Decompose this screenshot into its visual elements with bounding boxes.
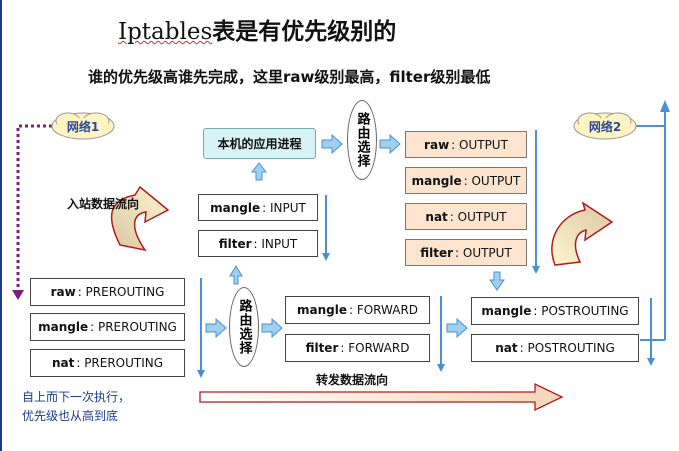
nat-prerouting-box: nat: PREROUTING [30,349,185,377]
inbound-flow-label: 入站数据流向 [67,197,140,211]
subtitle: 谁的优先级高谁先完成，这里raw级别最高，filter级别最低 [88,68,491,86]
local-app-process: 本机的应用进程 [203,128,316,159]
nat-postrouting-box: nat: POSTROUTING [471,334,639,362]
routing-decision-bottom: 路由选择 [229,287,259,367]
mangle-prerouting-box: mangle: PREROUTING [30,313,185,341]
network2-cloud: 网络2 [572,111,638,141]
forward-flow-label: 转发数据流向 [316,373,389,387]
nat-output-box: nat: OUTPUT [405,203,527,230]
filter-forward-box: filter: FORWARD [285,334,430,362]
dotted-arrowhead [12,290,24,300]
mangle-forward-box: mangle: FORWARD [285,296,430,324]
page-title: Iptables表是有优先级别的 [118,18,397,45]
network1-cloud: 网络1 [50,111,116,141]
filter-input-box: filter: INPUT [198,230,318,257]
dotted-input-path [16,124,52,294]
execution-order-note-line2: 优先级也从高到底 [22,409,119,423]
execution-order-note-line1: 自上而下一次执行， [22,390,131,404]
mangle-output-box: mangle: OUTPUT [405,167,527,194]
filter-output-box: filter: OUTPUT [405,239,527,266]
routing-decision-top: 路由选择 [347,100,377,180]
mangle-input-box: mangle: INPUT [198,194,318,221]
mangle-postrouting-box: mangle: POSTROUTING [471,297,639,325]
raw-output-box: raw: OUTPUT [405,131,527,158]
left-edge-stripe [0,0,2,451]
raw-prerouting-box: raw: PREROUTING [30,278,185,306]
